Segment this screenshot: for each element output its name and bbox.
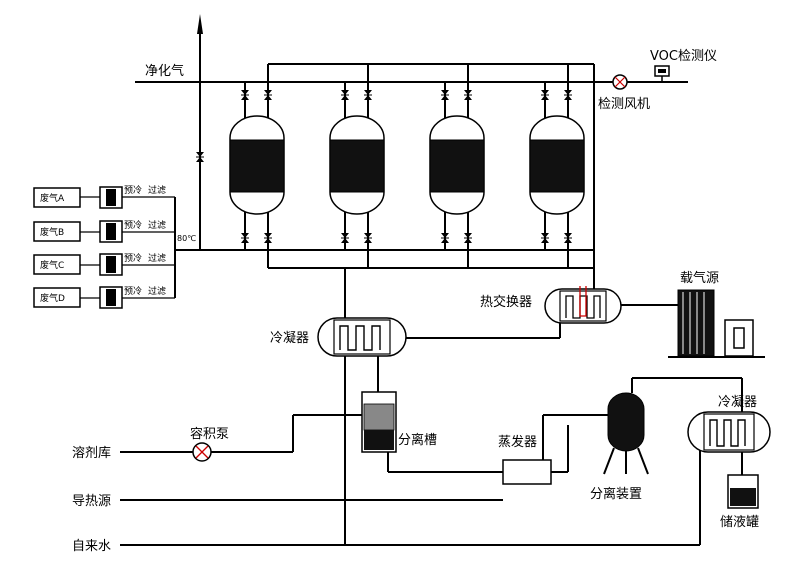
waste-gas-label: 废气C (40, 259, 64, 271)
adsorption-column (229, 115, 285, 215)
temp-mark-label: 80℃ (177, 234, 196, 243)
adsorption-column (329, 115, 385, 215)
waste-gas-inputs (33, 186, 123, 309)
pump-label: 容积泵 (190, 426, 229, 442)
tap-water-label: 自来水 (72, 539, 111, 554)
carrier-gas-label: 载气源 (680, 270, 719, 286)
waste-gas-label: 废气D (40, 292, 65, 304)
filter-label: 过滤 (148, 219, 166, 231)
condenser-2-label: 冷凝器 (718, 394, 757, 410)
separation-tank (361, 391, 397, 453)
condenser-1-label: 冷凝器 (270, 330, 309, 346)
waste-gas-unit (33, 186, 123, 209)
voc-detector-icon (654, 65, 670, 82)
labels: 净化气 VOC检测仪 检测风机 80℃ 热交换器 载气源 冷凝器 容积泵 分离槽… (40, 49, 759, 554)
evaporator-label: 蒸发器 (498, 434, 537, 450)
detect-fan (612, 74, 628, 90)
waste-gas-unit (33, 220, 123, 243)
voc-detector-label: VOC检测仪 (650, 49, 717, 64)
waste-gas-unit (33, 286, 123, 309)
precool-label: 预冷 (124, 252, 142, 264)
heat-conduction-label: 导热源 (72, 494, 111, 509)
storage-tank (727, 474, 759, 509)
separator-label: 分离装置 (590, 486, 642, 502)
precool-label: 预冷 (124, 219, 142, 231)
heat-exchanger (544, 286, 622, 324)
filter-label: 过滤 (148, 184, 166, 196)
filter-label: 过滤 (148, 252, 166, 264)
precool-label: 预冷 (124, 184, 142, 196)
waste-gas-label: 废气A (40, 192, 65, 204)
storage-tank-label: 储液罐 (720, 515, 759, 530)
condenser-2 (687, 411, 771, 453)
precool-label: 预冷 (124, 285, 142, 297)
evaporator (502, 459, 552, 485)
separator (603, 392, 649, 475)
adsorption-column (529, 115, 585, 215)
adsorption-columns (229, 115, 585, 215)
waste-gas-label: 废气B (40, 226, 64, 238)
solvent-store-label: 溶剂库 (72, 445, 111, 461)
detect-fan-label: 检测风机 (598, 97, 650, 112)
carrier-gas-source (668, 289, 765, 358)
vent-arrow-icon (197, 14, 203, 34)
adsorption-column (429, 115, 485, 215)
condenser-1 (317, 317, 407, 357)
separation-tank-label: 分离槽 (398, 432, 437, 448)
heat-exchanger-label: 热交换器 (480, 294, 532, 310)
waste-gas-unit (33, 253, 123, 276)
filter-label: 过滤 (148, 285, 166, 297)
purified-gas-label: 净化气 (145, 63, 184, 79)
pump (192, 442, 212, 462)
